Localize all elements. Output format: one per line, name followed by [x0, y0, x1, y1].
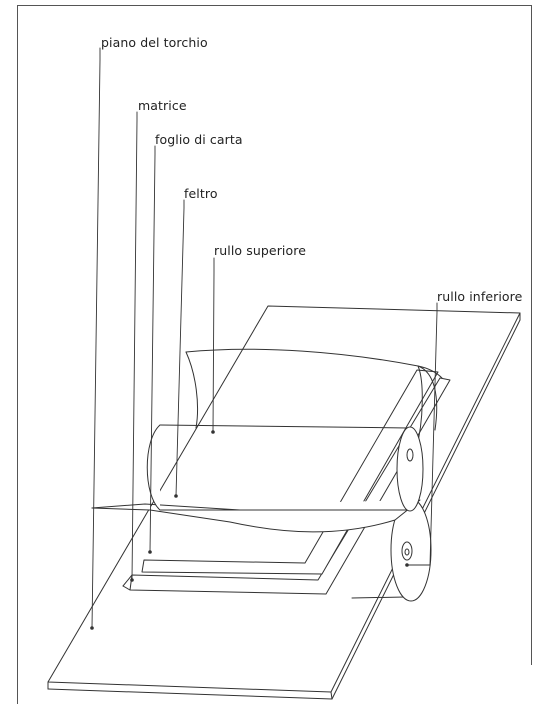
- dot-piano: [90, 626, 94, 630]
- paper-sheet: [141, 369, 439, 575]
- leader-matrice: [131, 111, 138, 581]
- upper-roller-left-end: [146, 424, 161, 511]
- felt-back: [417, 365, 443, 379]
- felt-right-curl: [417, 365, 438, 431]
- felt-left-curl: [185, 351, 199, 429]
- matrix-plate-edge-2: [122, 574, 133, 587]
- press-bed-thickness: [330, 691, 333, 700]
- matrix-plate-edge: [122, 585, 131, 591]
- dot-foglio: [148, 550, 152, 554]
- figure-frame-right-edge: [531, 5, 532, 665]
- upper-roller-hub: [406, 448, 414, 462]
- dot-matrice: [130, 578, 134, 582]
- leader-rullo-superiore: [212, 257, 215, 433]
- label-rullo-inferiore: rullo inferiore: [437, 289, 523, 304]
- leader-piano: [91, 47, 101, 629]
- figure-frame: [17, 5, 532, 704]
- label-matrice: matrice: [138, 98, 187, 113]
- label-piano-del-torchio: piano del torchio: [101, 35, 208, 50]
- lower-roller-hub: [401, 541, 413, 561]
- leader-foglio: [149, 145, 156, 553]
- upper-roller-right-end: [396, 426, 424, 512]
- leader-feltro: [175, 199, 185, 497]
- leader-rullo-inferiore: [406, 302, 438, 566]
- label-foglio-di-carta: foglio di carta: [155, 132, 243, 147]
- label-feltro: feltro: [184, 186, 218, 201]
- upper-roller-body: [159, 424, 409, 511]
- felt-under: [91, 503, 241, 511]
- felt-front: [91, 499, 421, 533]
- dot-rullo-superiore: [211, 430, 215, 434]
- dot-rullo-inferiore: [405, 563, 409, 567]
- press-bed-right-bottom: [331, 319, 521, 700]
- felt-top: [185, 348, 423, 471]
- press-bed-thickness-3: [47, 688, 333, 700]
- lower-roller-axle: [404, 548, 410, 556]
- press-bed: [47, 305, 521, 693]
- dot-feltro: [174, 494, 178, 498]
- label-rullo-superiore: rullo superiore: [214, 243, 307, 258]
